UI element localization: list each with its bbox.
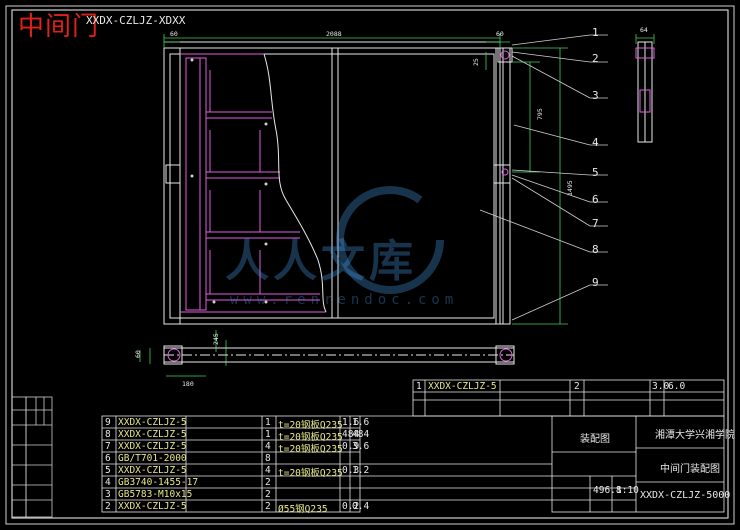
svg-text:60: 60 [496,30,504,38]
part-code: XXDX-CZLJZ-5 [118,501,187,512]
part-code: XXDX-CZLJZ-5 [118,417,187,428]
bottom-view [163,345,515,365]
part-qty: 2 [265,477,271,488]
upper-code: XXDX-CZLJZ-5 [428,381,497,392]
svg-text:245: 245 [212,333,220,345]
part-qty: 8 [265,453,271,464]
part-qty: 1 [265,417,271,428]
callout-4: 4 [592,136,599,149]
dim-2088: 2088 [326,30,342,38]
bolts [190,58,268,304]
part-w2: 3.6 [352,441,370,452]
part-code: XXDX-CZLJZ-5 [118,429,187,440]
part-qty: 4 [265,465,271,476]
scale-value: 1:10 [616,485,639,496]
svg-text:60: 60 [134,350,142,358]
drawing-number: XXDX-CZLJZ-5000 [640,490,731,501]
school-name: 湘潭大学兴湘学院 [655,430,735,441]
part-no: 2 [105,501,111,512]
part-no: 5 [105,465,111,476]
part-qty: 2 [265,501,271,512]
part-no: 7 [105,441,111,452]
callout-9: 9 [592,276,599,289]
side-view [635,41,655,143]
callout-8: 8 [592,243,599,256]
part-code: GB5783-M10x15 [118,489,193,500]
part-qty: 1 [265,429,271,440]
part-w1: 1.6 [342,417,360,428]
watermark-url: www.renrendoc.com [230,292,459,308]
part-w1: 484 [342,429,360,440]
callout-leaders [479,34,608,321]
part-w2: 1.6 [352,417,370,428]
margin-table [11,396,53,518]
part-w2: 0.4 [352,501,370,512]
part-no: 8 [105,429,111,440]
part-mat: t=20钢板Q235 [278,420,343,431]
part-mat: Ø55钢Q235 [278,504,328,515]
part-w2: 484 [352,429,370,440]
part-w1: 0.9 [342,441,360,452]
callout-5: 5 [592,166,599,179]
weight-value: 496.8 [593,485,622,496]
drawing-code-top: XXDX-CZLJZ-XDXX [86,14,186,27]
svg-text:60: 60 [170,30,178,38]
part-code: GB/T701-2000 [118,453,187,464]
part-mat: t=20钢板Q235 [278,432,343,443]
dim-text: 2088 60 60 25 795 1495 245 180 60 64 [134,26,648,388]
callout-6: 6 [592,193,599,206]
part-no: 3 [105,489,111,500]
dimension-lines [139,34,655,377]
svg-text:795: 795 [536,108,544,120]
drawing-name: 中间门装配图 [660,464,720,475]
part-no: 9 [105,417,111,428]
upper-qty: 2 [574,381,580,392]
watermark-logo [336,186,444,294]
part-no: 4 [105,477,111,488]
upper-v2: 6.0 [668,381,686,392]
part-code: XXDX-CZLJZ-5 [118,441,187,452]
callout-7: 7 [592,217,599,230]
door-frame [163,41,511,325]
upper-v1: 3.0 [652,381,670,392]
part-w2: 1.2 [352,465,370,476]
assembly-label: 装配图 [580,434,610,445]
part-mat: t=20钢板Q235 [278,468,343,479]
part-qty: 2 [265,489,271,500]
parts-table-lines [101,379,725,513]
break-line [263,53,327,313]
svg-text:180: 180 [182,380,194,388]
svg-text:1495: 1495 [566,180,574,196]
part-w1: 0.2 [342,501,360,512]
part-mat: t=20钢板Q235 [278,444,343,455]
lattice-magenta [180,53,326,313]
callout-2: 2 [592,52,599,65]
upper-no: 1 [416,381,422,392]
callout-1: 1 [592,26,599,39]
part-qty: 4 [265,441,271,452]
svg-text:25: 25 [472,58,480,66]
part-code: GB3740-1455-17 [118,477,199,488]
callout-3: 3 [592,89,599,102]
part-no: 6 [105,453,111,464]
hinges [165,47,513,184]
part-code: XXDX-CZLJZ-5 [118,465,187,476]
watermark-text: 人人文库 [225,236,417,287]
drawing-title-red: 中间门 [18,12,100,42]
part-w1: 0.3 [342,465,360,476]
svg-text:64: 64 [640,26,648,34]
